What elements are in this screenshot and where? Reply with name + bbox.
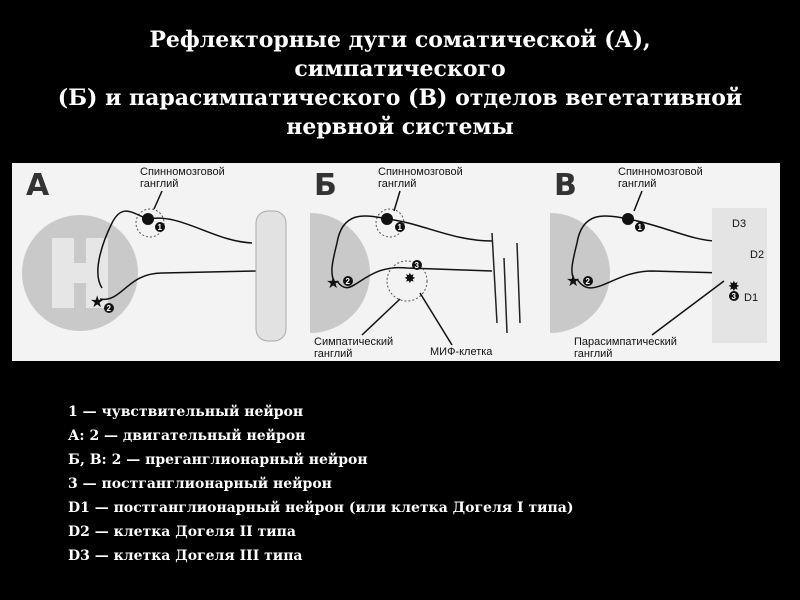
legend-item-4: 3 — постганглионарный нейрон xyxy=(68,472,573,496)
panel-a: А Спинномозговой ганглий 1 ★ 2 xyxy=(22,166,286,341)
panel-v-letter: В xyxy=(554,168,577,203)
legend-item-2: А: 2 — двигательный нейрон xyxy=(68,424,573,448)
panel-b-ganglion-label-2: ганглий xyxy=(378,178,416,190)
panel-v-num-3: 3 xyxy=(732,292,737,301)
panel-b-num-1: 1 xyxy=(398,223,403,232)
title-line-1: Рефлекторные дуги соматической (А), симп… xyxy=(40,26,760,84)
panel-b-preganglionic-star: ★ xyxy=(326,275,340,292)
panel-b-symp-label-2: ганглий xyxy=(314,348,352,360)
panel-v-para-label-1: Парасимпатический xyxy=(574,336,677,348)
legend: 1 — чувствительный нейрон А: 2 — двигате… xyxy=(68,400,573,568)
reflex-arc-figure: А Спинномозговой ганглий 1 ★ 2 Б Спинном… xyxy=(12,163,780,361)
panel-v-d1-label: D1 xyxy=(744,292,758,304)
panel-b-postganglionic-star: ✸ xyxy=(404,272,416,287)
panel-b-num-2: 2 xyxy=(346,277,351,286)
legend-item-5: D1 — постганглионарный нейрон (или клетк… xyxy=(68,496,573,520)
panel-v-ganglion-label-1: Спинномозговой xyxy=(618,166,703,178)
panel-a-num-1: 1 xyxy=(158,223,163,232)
panel-b-num-3: 3 xyxy=(415,261,420,270)
panel-b-arrow xyxy=(394,191,400,211)
panel-v-d2-label: D2 xyxy=(750,249,764,261)
panel-v-para-label-2: ганглий xyxy=(574,348,612,360)
page-title: Рефлекторные дуги соматической (А), симп… xyxy=(40,26,760,142)
legend-item-6: D2 — клетка Догеля II типа xyxy=(68,520,573,544)
panel-a-sensory-afferent xyxy=(148,218,252,243)
panel-v-preganglionic-star: ★ xyxy=(566,273,580,290)
panel-a-num-2: 2 xyxy=(107,304,112,313)
panel-v-num-2: 2 xyxy=(586,277,591,286)
panel-b-ganglion-label-1: Спинномозговой xyxy=(378,166,463,178)
legend-item-7: D3 — клетка Догеля III типа xyxy=(68,544,573,568)
panel-b-mif-label: МИФ-клетка xyxy=(430,346,493,358)
panel-v-arrow xyxy=(634,191,642,211)
panel-a-letter: А xyxy=(26,168,50,203)
panel-v-d3-label: D3 xyxy=(732,218,746,230)
panel-v-num-1: 1 xyxy=(638,223,643,232)
panel-v: В Спинномозговой ганглий 1 ★ 2 ✸ 3 D1 D2… xyxy=(550,163,767,361)
panel-a-ganglion-label-1: Спинномозговой xyxy=(140,166,225,178)
panel-b-letter: Б xyxy=(314,168,337,203)
reflex-arc-diagram: А Спинномозговой ганглий 1 ★ 2 Б Спинном… xyxy=(12,163,780,361)
panel-b-symp-arrow xyxy=(362,299,400,335)
panel-a-arrow xyxy=(154,191,162,209)
panel-b: Б Спинномозговой ганглий 1 ★ 2 ✸ 3 Симпа… xyxy=(310,163,520,361)
panel-b-symp-label-1: Симпатический xyxy=(314,336,393,348)
legend-item-1: 1 — чувствительный нейрон xyxy=(68,400,573,424)
panel-a-ganglion-label-2: ганглий xyxy=(140,178,178,190)
panel-b-mif-arrow xyxy=(420,293,452,345)
panel-v-ganglion-label-2: ганглий xyxy=(618,178,656,190)
panel-a-motor-neuron-star: ★ xyxy=(90,294,104,311)
panel-a-muscle xyxy=(256,211,286,341)
panel-b-target-vessels xyxy=(492,233,520,333)
legend-item-3: Б, В: 2 — преганглионарный нейрон xyxy=(68,448,573,472)
title-line-3: нервной системы xyxy=(40,113,760,142)
title-line-2: (Б) и парасимпатического (В) отделов вег… xyxy=(40,84,760,113)
